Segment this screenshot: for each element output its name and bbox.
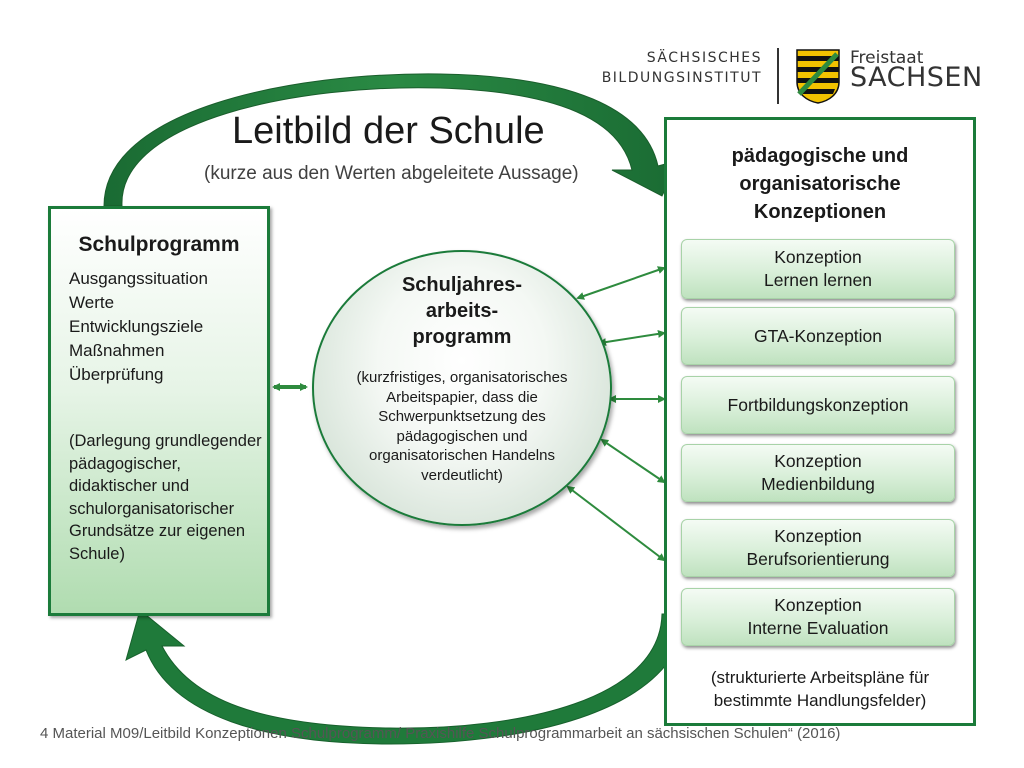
source-footer: 4 Material M09/Leitbild Konzeptionen Sch…: [40, 725, 841, 742]
ellipse-description: (kurzfristiges, organisatorisches Arbeit…: [356, 369, 568, 484]
concept-line-2: Berufsorientierung: [746, 549, 890, 569]
concept-line-2: Lernen lernen: [764, 270, 872, 290]
arrow-to-concept-1: [576, 266, 666, 300]
concept-line-1: Konzeption: [774, 451, 862, 471]
list-item: Entwicklungsziele: [69, 317, 204, 336]
konzeptionen-heading-line-3: Konzeptionen: [753, 201, 887, 223]
concept-line-1: Konzeption: [774, 247, 862, 267]
list-item: Ausgangssituation: [69, 269, 208, 288]
logo-divider: [777, 48, 779, 104]
concept-line-2: Interne Evaluation: [747, 618, 889, 638]
institute-logo-text: SÄCHSISCHES BILDUNGSINSTITUT: [600, 48, 762, 88]
list-item: Maßnahmen: [69, 341, 165, 360]
schulprogramm-heading: Schulprogramm: [78, 233, 240, 256]
concept-fortbildung: Fortbildungskonzeption: [681, 376, 955, 434]
ellipse-title-line-3: programm: [412, 326, 512, 348]
concept-line-1: GTA-Konzeption: [753, 325, 883, 346]
bottom-cycle-arrow: [125, 609, 687, 745]
concept-line-2: Medienbildung: [761, 474, 875, 494]
state-big-label: SACHSEN: [850, 62, 983, 93]
arrow-to-concept-2: [598, 329, 666, 347]
concept-line-1: Konzeption: [774, 526, 862, 546]
list-item: Werte: [69, 293, 115, 312]
schulprogramm-box: Schulprogramm Ausgangssituation Werte En…: [48, 206, 270, 616]
state-small-label: Freistaat: [850, 48, 924, 68]
konzeptionen-heading-line-2: organisatorische: [739, 173, 901, 195]
ellipse-title-line-2: arbeits-: [425, 300, 499, 322]
list-item: Überprüfung: [69, 365, 164, 384]
concept-berufsorientierung: Konzeption Berufsorientierung: [681, 519, 955, 577]
page-title: Leitbild der Schule: [232, 110, 545, 152]
ellipse-title: Schuljahres- arbeits- programm: [314, 272, 610, 350]
arrow-to-concept-5: [566, 485, 666, 562]
concept-gta: GTA-Konzeption: [681, 307, 955, 365]
concept-interne-evaluation: Konzeption Interne Evaluation: [681, 588, 955, 646]
konzeptionen-footer: (strukturierte Arbeitspläne für bestimmt…: [667, 666, 973, 712]
concept-lernen-lernen: Konzeption Lernen lernen: [681, 239, 955, 299]
konzeptionen-heading-line-1: pädagogische und: [731, 145, 909, 167]
konzeptionen-footer-line-1: (strukturierte Arbeitspläne für: [710, 668, 930, 687]
konzeptionen-footer-line-2: bestimmte Handlungsfelder): [713, 691, 927, 710]
concept-line-1: Fortbildungskonzeption: [727, 394, 909, 415]
saxony-crest-icon: [796, 49, 840, 104]
ellipse-title-line-1: Schuljahres-: [401, 274, 523, 296]
schulprogramm-items: Ausgangssituation Werte Entwicklungsziel…: [69, 267, 269, 387]
institute-line-1: SÄCHSISCHES: [646, 50, 762, 66]
schuljahresarbeitsprogramm-ellipse: Schuljahres- arbeits- programm (kurzfris…: [312, 250, 612, 526]
concept-line-1: Konzeption: [774, 595, 862, 615]
schulprogramm-description: (Darlegung grundlegender pädagogischer, …: [69, 432, 262, 563]
concept-medienbildung: Konzeption Medienbildung: [681, 444, 955, 502]
institute-line-2: BILDUNGSINSTITUT: [601, 70, 762, 86]
konzeptionen-heading: pädagogische und organisatorische Konzep…: [667, 142, 973, 226]
arrow-to-concept-4: [600, 438, 666, 484]
page-subtitle: (kurze aus den Werten abgeleitete Aussag…: [204, 163, 579, 184]
